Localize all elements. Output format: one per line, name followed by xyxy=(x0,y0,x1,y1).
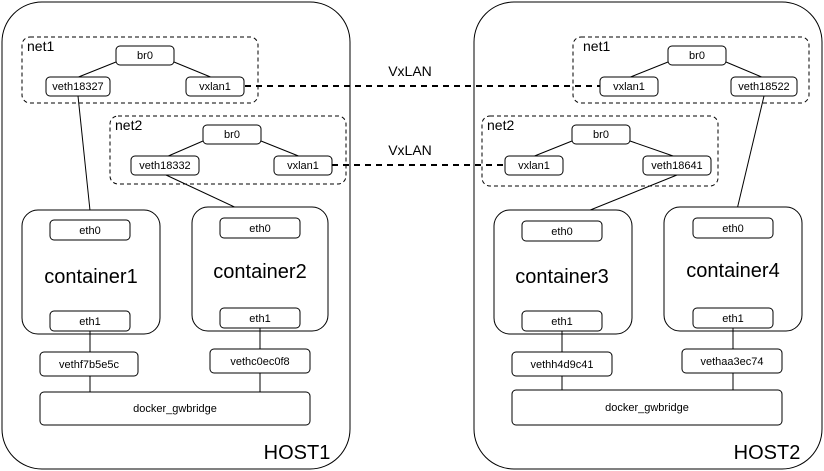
container1-veth-box xyxy=(39,351,139,377)
container1-name: container1 xyxy=(44,266,137,288)
host2-net2-veth-label: veth18641 xyxy=(651,160,702,172)
host1-net2-label: net2 xyxy=(115,117,142,133)
host1-net2-veth-box xyxy=(130,155,200,176)
tunnel-net2-label: VxLAN xyxy=(388,142,432,158)
container2-eth0-box xyxy=(219,217,301,239)
tunnel-net1-label: VxLAN xyxy=(388,63,432,79)
host2-net2-box xyxy=(481,115,719,187)
host1-gwbridge-box xyxy=(39,391,311,426)
container2-name: container2 xyxy=(213,261,306,283)
host1-net1-br0-veth-link xyxy=(75,61,117,79)
host1-gwbridge-label: docker_gwbridge xyxy=(133,403,217,415)
host2-net1-label: net1 xyxy=(583,38,610,54)
host2-net1-br0-label: br0 xyxy=(689,50,705,62)
host2-net2-br0-veth-link xyxy=(629,140,677,158)
host2-net1-br0-vxlan-link xyxy=(627,61,669,79)
container2-eth1-label: eth1 xyxy=(249,313,270,325)
host1-net2-br0-label: br0 xyxy=(224,129,240,141)
host2-net1-br0-veth-link xyxy=(725,61,765,79)
container4-name: container4 xyxy=(686,260,779,282)
host1-net1-br0-vxlan-link xyxy=(173,61,214,79)
host1-net1-label: net1 xyxy=(27,38,54,54)
host2-net2-br0-box xyxy=(571,124,631,145)
host1-label: HOST1 xyxy=(264,442,331,464)
host2-veth18522-eth0-link xyxy=(734,95,765,219)
container4-eth0-label: eth0 xyxy=(722,223,743,235)
container1-eth0-label: eth0 xyxy=(79,225,100,237)
host1-net2-box xyxy=(109,115,347,185)
host1-net2-veth-label: veth18332 xyxy=(139,160,190,172)
container2-veth-label: vethc0ec0f8 xyxy=(230,356,289,368)
container3-eth0-label: eth0 xyxy=(551,226,572,238)
host2-net2-br0-label: br0 xyxy=(593,129,609,141)
container1-veth-label: vethf7b5e5c xyxy=(59,359,119,371)
host1-net1-vxlan-box xyxy=(185,76,245,97)
host2-net1-veth-label: veth18522 xyxy=(738,81,789,93)
container3-eth0-box xyxy=(521,220,603,242)
host1-net1-br0-box xyxy=(115,45,175,66)
container4-veth-box xyxy=(681,348,783,374)
host2-gwbridge-box xyxy=(511,389,783,426)
host2-net2-vxlan-label: vxlan1 xyxy=(518,160,550,172)
host1-net1-br0-label: br0 xyxy=(137,50,153,62)
host1-net2-vxlan-label: vxlan1 xyxy=(287,160,319,172)
container1-box xyxy=(21,209,161,335)
host1-net1-veth-label: veth18327 xyxy=(52,81,103,93)
container4-eth0-box xyxy=(692,217,774,239)
container3-name: container3 xyxy=(515,266,608,288)
host2-label: HOST2 xyxy=(734,442,801,464)
container3-eth1-label: eth1 xyxy=(551,316,572,328)
tunnels: VxLAN VxLAN xyxy=(245,63,600,166)
host1-net2-br0-vxlan-link xyxy=(260,140,302,158)
host2-gwbridge-label: docker_gwbridge xyxy=(605,402,689,414)
host1-net2-br0-box xyxy=(202,124,262,145)
host2-net1-br0-box xyxy=(667,45,727,66)
host2-net2-br0-vxlan-link xyxy=(531,140,573,158)
host1-net1-vxlan-label: vxlan1 xyxy=(199,81,231,93)
container3-veth-label: vethh4d9c41 xyxy=(531,359,594,371)
host2-net1-vxlan-label: vxlan1 xyxy=(613,81,645,93)
container2-eth0-label: eth0 xyxy=(249,223,270,235)
host2-net2-label: net2 xyxy=(487,117,514,133)
host2-net2-vxlan-box xyxy=(504,155,564,176)
container4-veth-label: vethaa3ec74 xyxy=(701,356,764,368)
container1-eth0-box xyxy=(49,219,131,241)
container1-eth1-label: eth1 xyxy=(79,316,100,328)
container4-eth1-label: eth1 xyxy=(722,313,743,325)
host1: HOST1 net1 br0 veth18327 vxlan1 net2 br0… xyxy=(1,1,351,470)
host1-veth18327-eth0-link xyxy=(77,95,92,221)
host1-net2-br0-veth-link xyxy=(165,140,204,158)
host2: HOST2 net1 br0 vxlan1 veth18522 net2 br0… xyxy=(473,1,823,470)
